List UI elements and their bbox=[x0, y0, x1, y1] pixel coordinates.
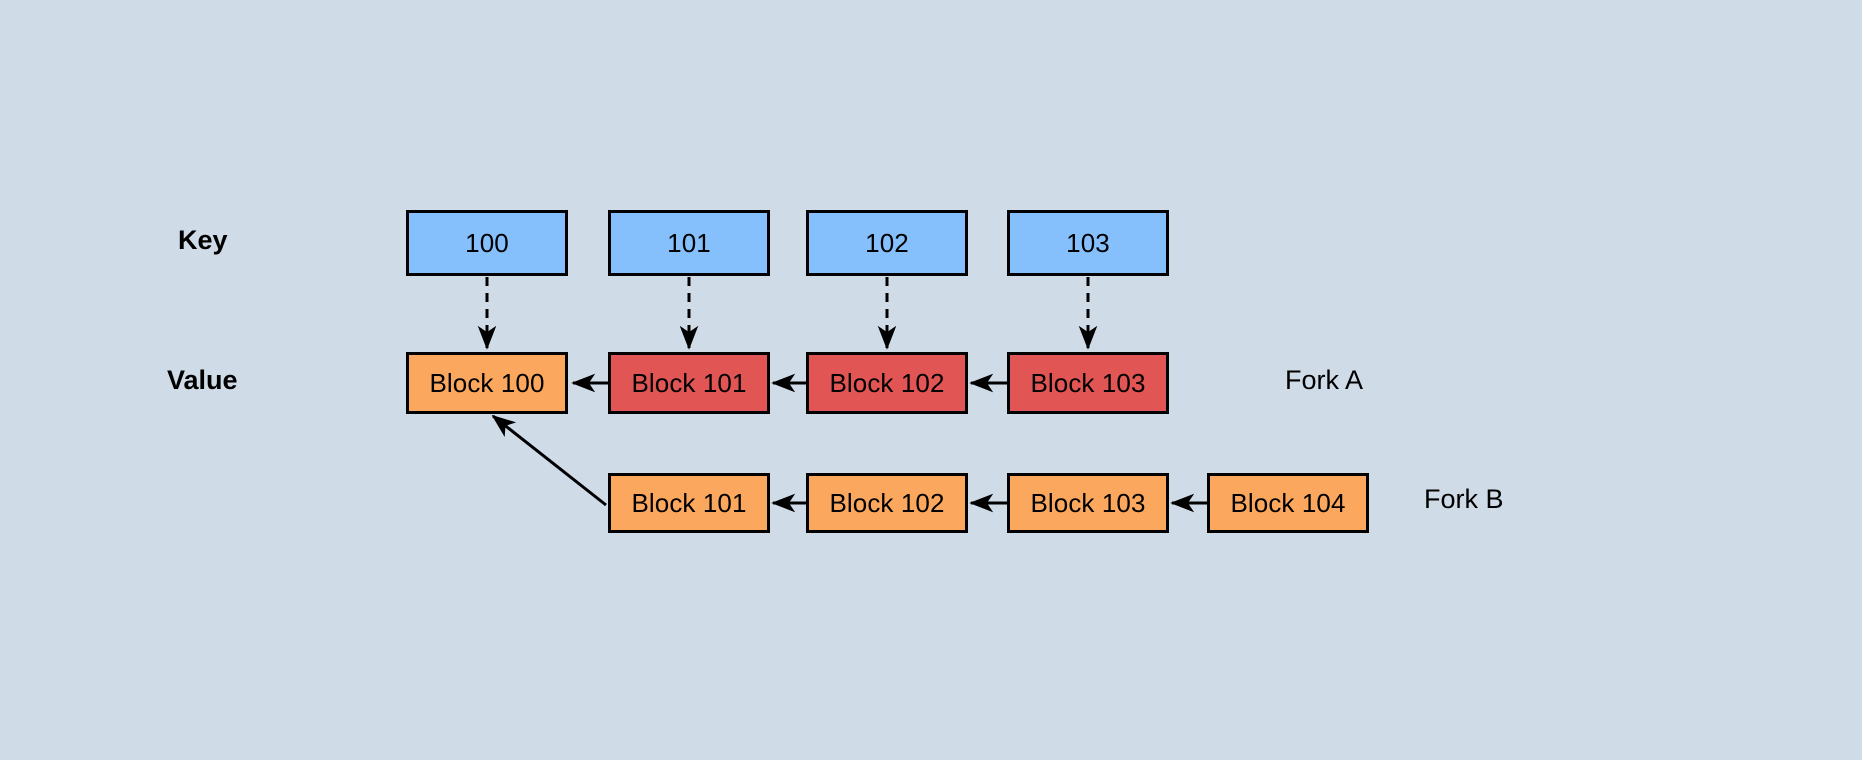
value-box-label: Block 101 bbox=[631, 368, 747, 398]
key-box-1[interactable]: 101 bbox=[608, 210, 770, 276]
fork-b-box-2[interactable]: Block 103 bbox=[1007, 473, 1169, 533]
fork-label-fork-a: Fork A bbox=[1285, 365, 1364, 395]
value-box-label: Block 103 bbox=[1030, 368, 1146, 398]
key-box-label: 102 bbox=[865, 228, 909, 258]
key-box-label: 101 bbox=[667, 228, 711, 258]
row-label-key: Key bbox=[178, 225, 228, 255]
value-box-label: Block 102 bbox=[829, 368, 945, 398]
fork-b-box-0[interactable]: Block 101 bbox=[608, 473, 770, 533]
value-box-1[interactable]: Block 101 bbox=[608, 352, 770, 414]
value-box-label: Block 100 bbox=[429, 368, 545, 398]
key-box-3[interactable]: 103 bbox=[1007, 210, 1169, 276]
key-box-0[interactable]: 100 bbox=[406, 210, 568, 276]
value-box-2[interactable]: Block 102 bbox=[806, 352, 968, 414]
fork-b-box-label: Block 104 bbox=[1230, 488, 1346, 518]
fork-b-box-label: Block 103 bbox=[1030, 488, 1146, 518]
key-box-2[interactable]: 102 bbox=[806, 210, 968, 276]
fork-b-box-3[interactable]: Block 104 bbox=[1207, 473, 1369, 533]
row-label-value: Value bbox=[167, 365, 238, 395]
key-box-label: 100 bbox=[465, 228, 509, 258]
fork-label-fork-b: Fork B bbox=[1424, 484, 1504, 514]
fork-b-box-label: Block 102 bbox=[829, 488, 945, 518]
value-box-3[interactable]: Block 103 bbox=[1007, 352, 1169, 414]
solid-link-6 bbox=[491, 414, 607, 507]
dashed-connectors bbox=[477, 277, 1098, 350]
fork-b-box-1[interactable]: Block 102 bbox=[806, 473, 968, 533]
fork-b-box-label: Block 101 bbox=[631, 488, 747, 518]
key-box-label: 103 bbox=[1066, 228, 1110, 258]
value-box-0[interactable]: Block 100 bbox=[406, 352, 568, 414]
